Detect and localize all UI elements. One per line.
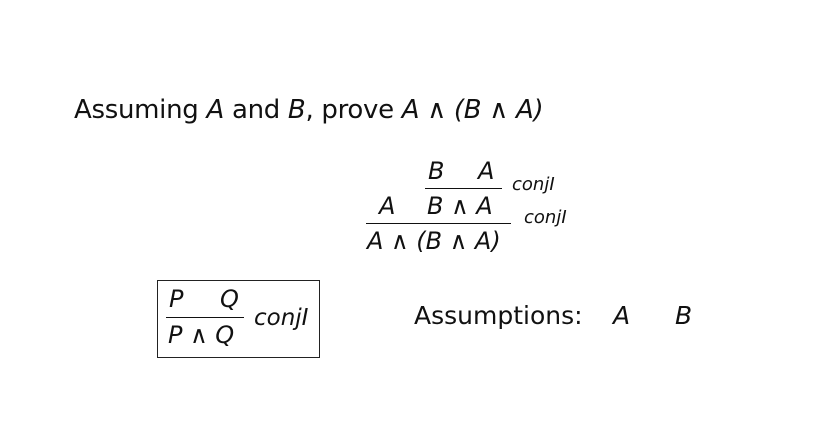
mid-premise-a: A (379, 192, 396, 220)
top-premise-a: A (478, 157, 495, 185)
top-inference-line (425, 188, 502, 189)
title-goal: A ∧ (B ∧ A) (401, 95, 544, 125)
proof-conclusion: A ∧ (B ∧ A) (367, 227, 501, 255)
title-assuming: Assuming (74, 95, 199, 125)
rule-premise-p: P (169, 285, 184, 313)
title-var-a: A (206, 95, 224, 125)
mid-premise-b-and-a: B ∧ A (427, 192, 493, 220)
assumption-a: A (613, 301, 631, 330)
top-premise-b: B (428, 157, 445, 185)
title-var-b: B (287, 95, 306, 125)
title-and: and (231, 95, 280, 125)
conj-rule-box: P Q P ∧ Q conjI (157, 280, 320, 358)
slide-title: Assuming A and B, prove A ∧ (B ∧ A) (74, 95, 544, 125)
assumption-b: B (675, 301, 693, 330)
rule-conclusion: P ∧ Q (168, 321, 235, 349)
rule-name-label: conjI (254, 305, 309, 331)
title-prove: , prove (305, 95, 394, 125)
top-rule-label: conjI (512, 174, 555, 195)
rule-premise-q: Q (220, 285, 239, 313)
assumptions-label: Assumptions: (414, 301, 583, 330)
bottom-rule-label: conjI (524, 207, 567, 228)
rule-inference-line (166, 317, 244, 318)
bottom-inference-line (366, 223, 511, 224)
